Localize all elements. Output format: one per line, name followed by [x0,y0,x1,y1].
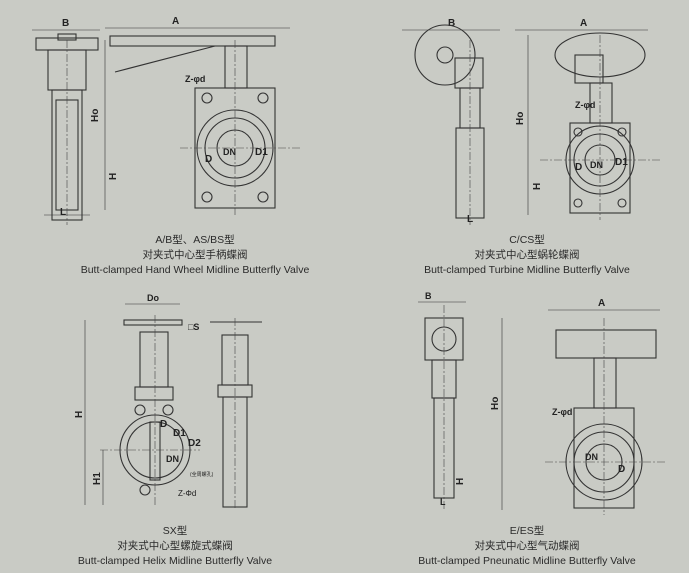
dim-d2: D2 [188,438,201,449]
dim-ho: Ho [515,112,526,125]
caption-name-en: Butt-clamped Pneunatic Midline Butterfly… [418,555,636,567]
label-z-d: Z-φd [185,74,205,84]
dim-h: H [74,411,85,418]
caption-type: E/ES型 [509,525,545,537]
dim-h1: H1 [92,472,103,485]
caption-name-cn: 对夹式中心型蜗轮蝶阀 [474,249,580,261]
caption-type: SX型 [162,525,188,537]
dim-d1: D1 [615,157,628,168]
dim-s: □S [188,322,199,332]
dim-d: D [160,419,167,430]
dim-l: L [467,214,473,225]
drawing-sx-helix-valve: Do H H1 D D1 D2 DN (全周螺孔) Z-Φd □S [74,293,262,510]
drawing-ees-pneumatic-valve: B L A Ho H Z-φd DN D [418,291,665,515]
dim-b: B [425,291,432,301]
dim-h: H [108,173,119,180]
dim-d: D [205,154,212,165]
dim-dn: DN [585,452,598,462]
dim-a: A [172,16,179,27]
drawing-ab-hand-lever-valve: B L A Ho H Z-φd D DN D1 [32,16,300,225]
note-tapped-holes: (全周螺孔) [190,471,214,478]
dim-dn: DN [590,160,603,170]
dim-ho: Ho [90,109,101,122]
drawing-ccs-turbine-valve: B L A Ho H Z-φd D DN D1 [402,18,660,225]
dim-d: D [575,162,582,173]
caption-ccs: C/CS型 对夹式中心型蜗轮蝶阀 Butt-clamped Turbine Mi… [377,233,677,278]
caption-type: C/CS型 [509,234,545,246]
caption-name-cn: 对夹式中心型气动蝶阀 [474,540,580,552]
caption-type: A/B型、AS/BS型 [155,234,235,246]
dim-b: B [62,18,69,29]
dim-dn: DN [166,454,179,464]
dim-d1: D1 [255,147,268,158]
caption-sx: SX型 对夹式中心型螺旋式蝶阀 Butt-clamped Helix Midli… [25,524,325,569]
dim-h: H [532,183,543,190]
dim-l: L [60,207,66,218]
dim-do: Do [147,293,159,303]
label-z-d: Z-φd [552,407,572,417]
caption-ees: E/ES型 对夹式中心型气动蝶阀 Butt-clamped Pneunatic … [377,524,677,569]
label-z-d: Z-φd [575,100,595,110]
dim-d1: D1 [173,428,186,439]
caption-ab: A/B型、AS/BS型 对夹式中心型手柄蝶阀 Butt-clamped Hand… [45,233,345,278]
dim-d: D [618,464,625,475]
dim-dn: DN [223,147,236,157]
dim-b: B [448,18,455,29]
dim-l: L [440,497,446,507]
caption-name-en: Butt-clamped Turbine Midline Butterfly V… [424,264,630,276]
dim-a: A [580,18,587,29]
caption-name-cn: 对夹式中心型手柄蝶阀 [142,249,248,261]
caption-name-en: Butt-clamped Helix Midline Butterfly Val… [77,555,273,567]
dim-ho: Ho [490,397,501,410]
label-z-d: Z-Φd [178,489,196,498]
dim-h: H [455,478,466,485]
caption-name-en: Butt-clamped Hand Wheel Midline Butterfl… [80,264,310,276]
dim-a: A [598,298,605,309]
caption-name-cn: 对夹式中心型螺旋式蝶阀 [117,540,233,552]
